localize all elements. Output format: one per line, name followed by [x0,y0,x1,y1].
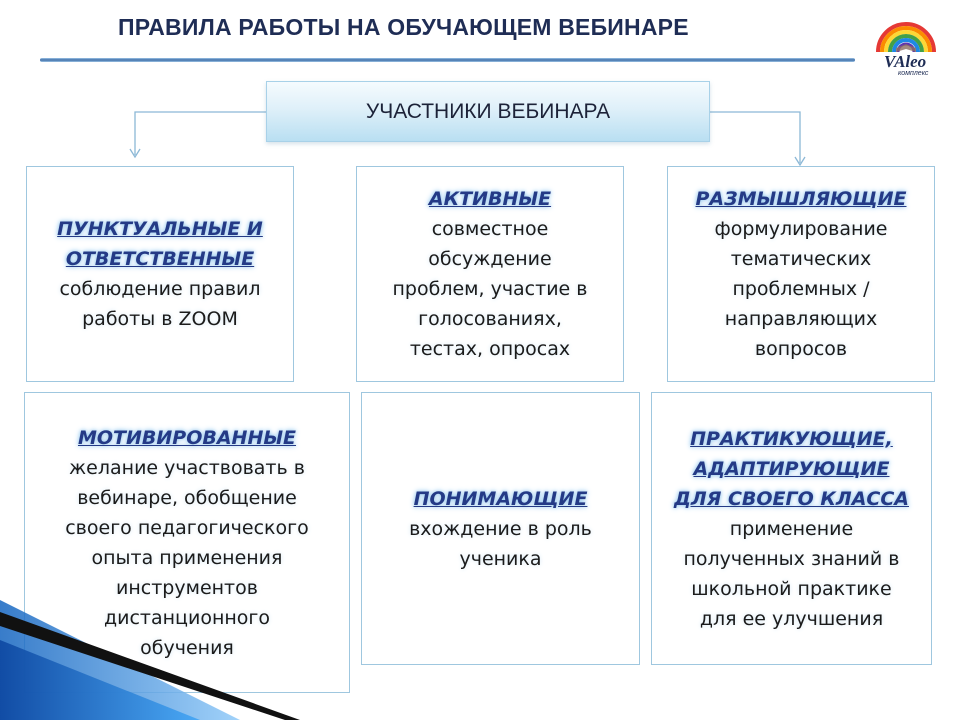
card-description: желание участвовать в вебинаре, обобщени… [65,456,309,659]
card-punctual: ПУНКТУАЛЬНЫЕ И ОТВЕТСТВЕННЫЕ соблюдение … [26,166,294,382]
card-practicing: ПРАКТИКУЮЩИЕ, АДАПТИРУЮЩИЕ ДЛЯ СВОЕГО КЛ… [651,392,932,665]
card-description: формулирование тематических проблемных /… [714,218,888,360]
card-understanding: ПОНИМАЮЩИЕ вхождение в роль ученика [361,392,640,665]
card-title: МОТИВИРОВАННЫЕ [77,426,297,449]
card-title: ПОНИМАЮЩИЕ [413,487,588,510]
logo-subtext: комплекс [898,70,929,77]
logo-text: VAleo [884,52,927,71]
card-reflecting: РАЗМЫШЛЯЮЩИЕ формулирование тематических… [667,166,935,382]
title-underline [40,58,855,62]
card-motivated: МОТИВИРОВАННЫЕ желание участвовать в веб… [24,392,350,693]
card-description: применение полученных знаний в школьной … [683,517,900,630]
card-description: соблюдение правил работы в ZOOM [59,278,261,330]
card-title: ПРАКТИКУЮЩИЕ, АДАПТИРУЮЩИЕ ДЛЯ СВОЕГО КЛ… [674,427,909,510]
card-description: вхождение в роль ученика [409,517,592,570]
card-active: АКТИВНЫЕ совместное обсуждение проблем, … [356,166,624,382]
page-title: ПРАВИЛА РАБОТЫ НА ОБУЧАЮЩЕМ ВЕБИНАРЕ [118,14,689,40]
card-title: ПУНКТУАЛЬНЫЕ И ОТВЕТСТВЕННЫЕ [57,218,263,270]
root-node-participants: УЧАСТНИКИ ВЕБИНАРА [266,81,710,142]
rainbow-logo-icon [876,22,936,53]
card-title: РАЗМЫШЛЯЮЩИЕ [695,188,907,210]
card-title: АКТИВНЫЕ [428,188,552,210]
card-description: совместное обсуждение проблем, участие в… [392,218,588,360]
